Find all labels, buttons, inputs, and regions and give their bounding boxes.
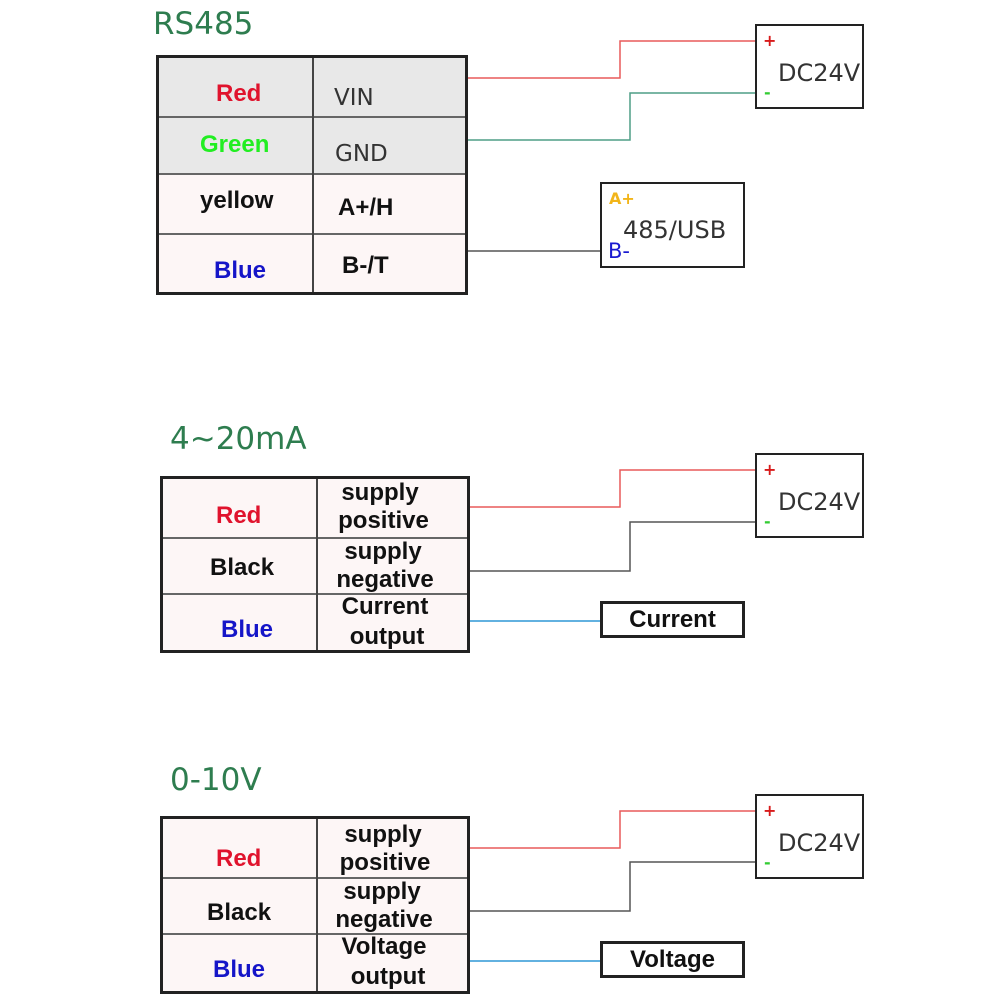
function-line-1: supply — [344, 821, 422, 848]
wire-supply-positive-0-10 — [470, 810, 757, 849]
table-row — [163, 593, 467, 650]
column-divider — [312, 58, 314, 292]
power-supply-label: DC24V — [778, 829, 861, 857]
function-line-2: positive — [338, 507, 429, 534]
function-line-1: Current — [341, 593, 429, 620]
pin-label-vin: VIN — [334, 85, 374, 111]
wire-color-label-green: Green — [200, 131, 270, 158]
wire-color-label-blue: Blue — [214, 257, 267, 284]
function-label: Current output — [310, 593, 460, 651]
wire-color-label-black: Black — [210, 554, 275, 581]
row-divider — [163, 877, 467, 879]
function-label: supply positive — [310, 821, 460, 877]
pin-label-b-minus: B-/T — [342, 252, 389, 279]
current-wire-table: Red supply positive Black supply negativ… — [160, 476, 470, 653]
minus-terminal: - — [764, 512, 771, 531]
function-line-1: supply — [341, 479, 419, 506]
function-line-1: supply — [343, 878, 421, 905]
plus-terminal: + — [763, 460, 777, 479]
row-divider — [163, 593, 467, 595]
power-supply-box: + DC24V - — [755, 24, 864, 109]
converter-b-minus: B- — [608, 239, 630, 263]
section-title-4-20ma: 4~20mA — [170, 421, 307, 457]
table-row — [163, 479, 467, 537]
function-line-2: output — [350, 963, 426, 990]
current-output-box: Current — [600, 601, 745, 638]
function-line-2: positive — [339, 849, 431, 876]
function-line-2: negative — [336, 566, 434, 593]
row-divider — [163, 537, 467, 539]
function-label: Voltage output — [310, 933, 460, 991]
wire-supply-positive-4-20 — [470, 469, 757, 508]
pin-label-a-plus: A+/H — [338, 194, 394, 221]
wire-color-label-yellow: yellow — [200, 187, 274, 214]
column-divider — [316, 819, 318, 991]
voltage-output-box: Voltage — [600, 941, 745, 978]
power-supply-label: DC24V — [778, 59, 861, 87]
voltage-wire-table: Red supply positive Black supply negativ… — [160, 816, 470, 994]
wire-color-label-blue: Blue — [221, 616, 274, 643]
wire-color-label-red: Red — [216, 845, 262, 872]
converter-label: 485/USB — [623, 216, 727, 244]
power-supply-label: DC24V — [778, 488, 861, 516]
minus-terminal: - — [764, 83, 771, 102]
section-title-0-10v: 0-10V — [170, 762, 262, 798]
table-row — [163, 537, 467, 593]
row-divider — [163, 933, 467, 935]
power-supply-box: + DC24V - — [755, 794, 864, 879]
converter-a-plus: A+ — [609, 189, 635, 208]
power-supply-box: + DC24V - — [755, 453, 864, 538]
wire-supply-negative-4-20 — [470, 521, 757, 572]
function-line-2: output — [349, 623, 425, 650]
function-line-1: supply — [344, 538, 422, 565]
function-label: supply positive — [310, 479, 460, 535]
function-line-1: Voltage — [341, 933, 427, 960]
converter-box: A+ 485/USB B- — [600, 182, 745, 268]
table-row — [163, 877, 467, 933]
rs485-wire-table: Red VIN Green GND yellow A+/H Blue B-/T — [156, 55, 468, 295]
function-line-2: negative — [335, 906, 433, 933]
plus-terminal: + — [763, 31, 777, 50]
wire-vin-to-plus — [468, 40, 757, 79]
wire-color-label-red: Red — [216, 502, 262, 529]
table-row — [163, 933, 467, 991]
wire-supply-negative-0-10 — [470, 861, 757, 912]
plus-terminal: + — [763, 801, 777, 820]
wire-color-label-blue: Blue — [213, 956, 266, 983]
wire-gnd-to-minus — [468, 92, 757, 141]
section-title-rs485: RS485 — [153, 6, 254, 42]
pin-label-gnd: GND — [335, 141, 388, 167]
function-label: supply negative — [310, 538, 460, 594]
table-row — [163, 819, 467, 877]
wire-color-label-red: Red — [216, 80, 262, 107]
wire-color-label-black: Black — [207, 899, 272, 926]
function-label: supply negative — [310, 878, 460, 934]
column-divider — [316, 479, 318, 650]
minus-terminal: - — [764, 853, 771, 872]
